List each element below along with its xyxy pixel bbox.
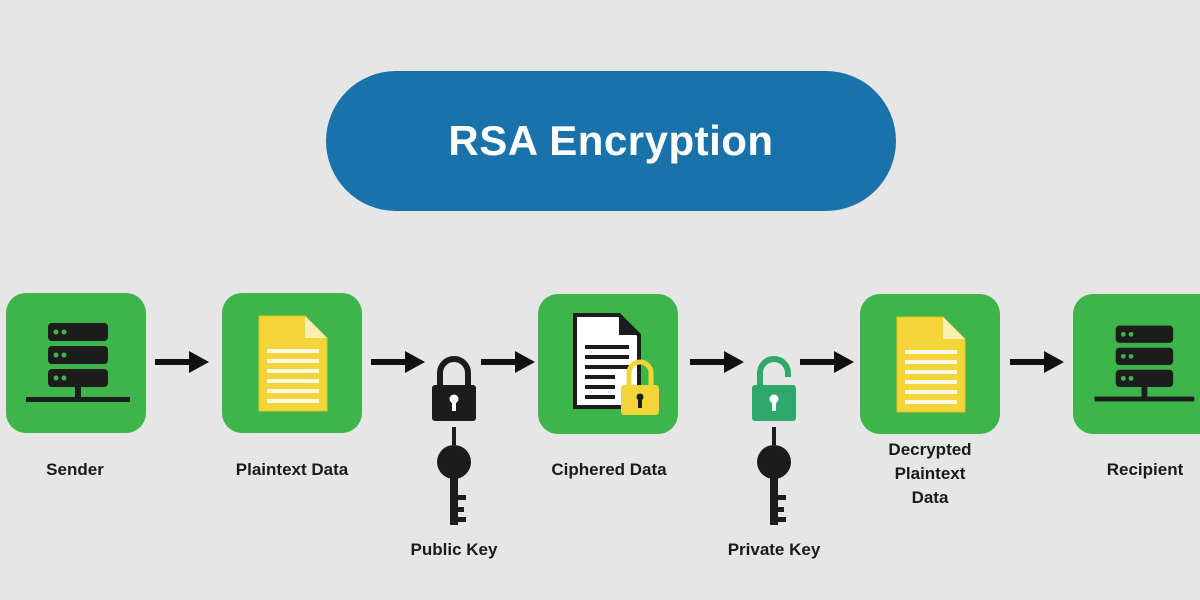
recipient-tile bbox=[1073, 294, 1200, 434]
document-icon bbox=[896, 316, 966, 412]
document-icon bbox=[258, 315, 328, 411]
ciphered-tile bbox=[538, 294, 678, 434]
title-banner: RSA Encryption bbox=[326, 71, 896, 211]
decrypted-tile bbox=[860, 294, 1000, 434]
recipient-label: Recipient bbox=[1106, 460, 1184, 479]
private-key-label: Private Key bbox=[727, 540, 821, 559]
diagram-title: RSA Encryption bbox=[448, 117, 774, 164]
ciphered-label: Ciphered Data bbox=[551, 460, 667, 479]
arrow-sender-to-plaintext bbox=[155, 351, 209, 373]
decrypted-label: Decrypted Plaintext Data bbox=[888, 440, 972, 507]
locked-document-icon bbox=[573, 313, 659, 415]
arrow-private-key-to-decrypted bbox=[800, 351, 854, 373]
arrow-public-key-to-ciphered bbox=[481, 351, 535, 373]
sender-label: Sender bbox=[46, 460, 104, 479]
public-key-label: Public Key bbox=[410, 540, 498, 559]
private-key-icon bbox=[752, 356, 796, 525]
arrow-ciphered-to-private-key bbox=[690, 351, 744, 373]
plaintext-label: Plaintext Data bbox=[235, 460, 349, 479]
public-key-icon bbox=[432, 356, 476, 525]
server-icon bbox=[1094, 325, 1195, 402]
sender-tile bbox=[6, 293, 146, 433]
plaintext-tile bbox=[222, 293, 362, 433]
arrow-decrypted-to-recipient bbox=[1010, 351, 1064, 373]
server-icon bbox=[26, 323, 130, 402]
arrow-plaintext-to-public-key bbox=[371, 351, 425, 373]
